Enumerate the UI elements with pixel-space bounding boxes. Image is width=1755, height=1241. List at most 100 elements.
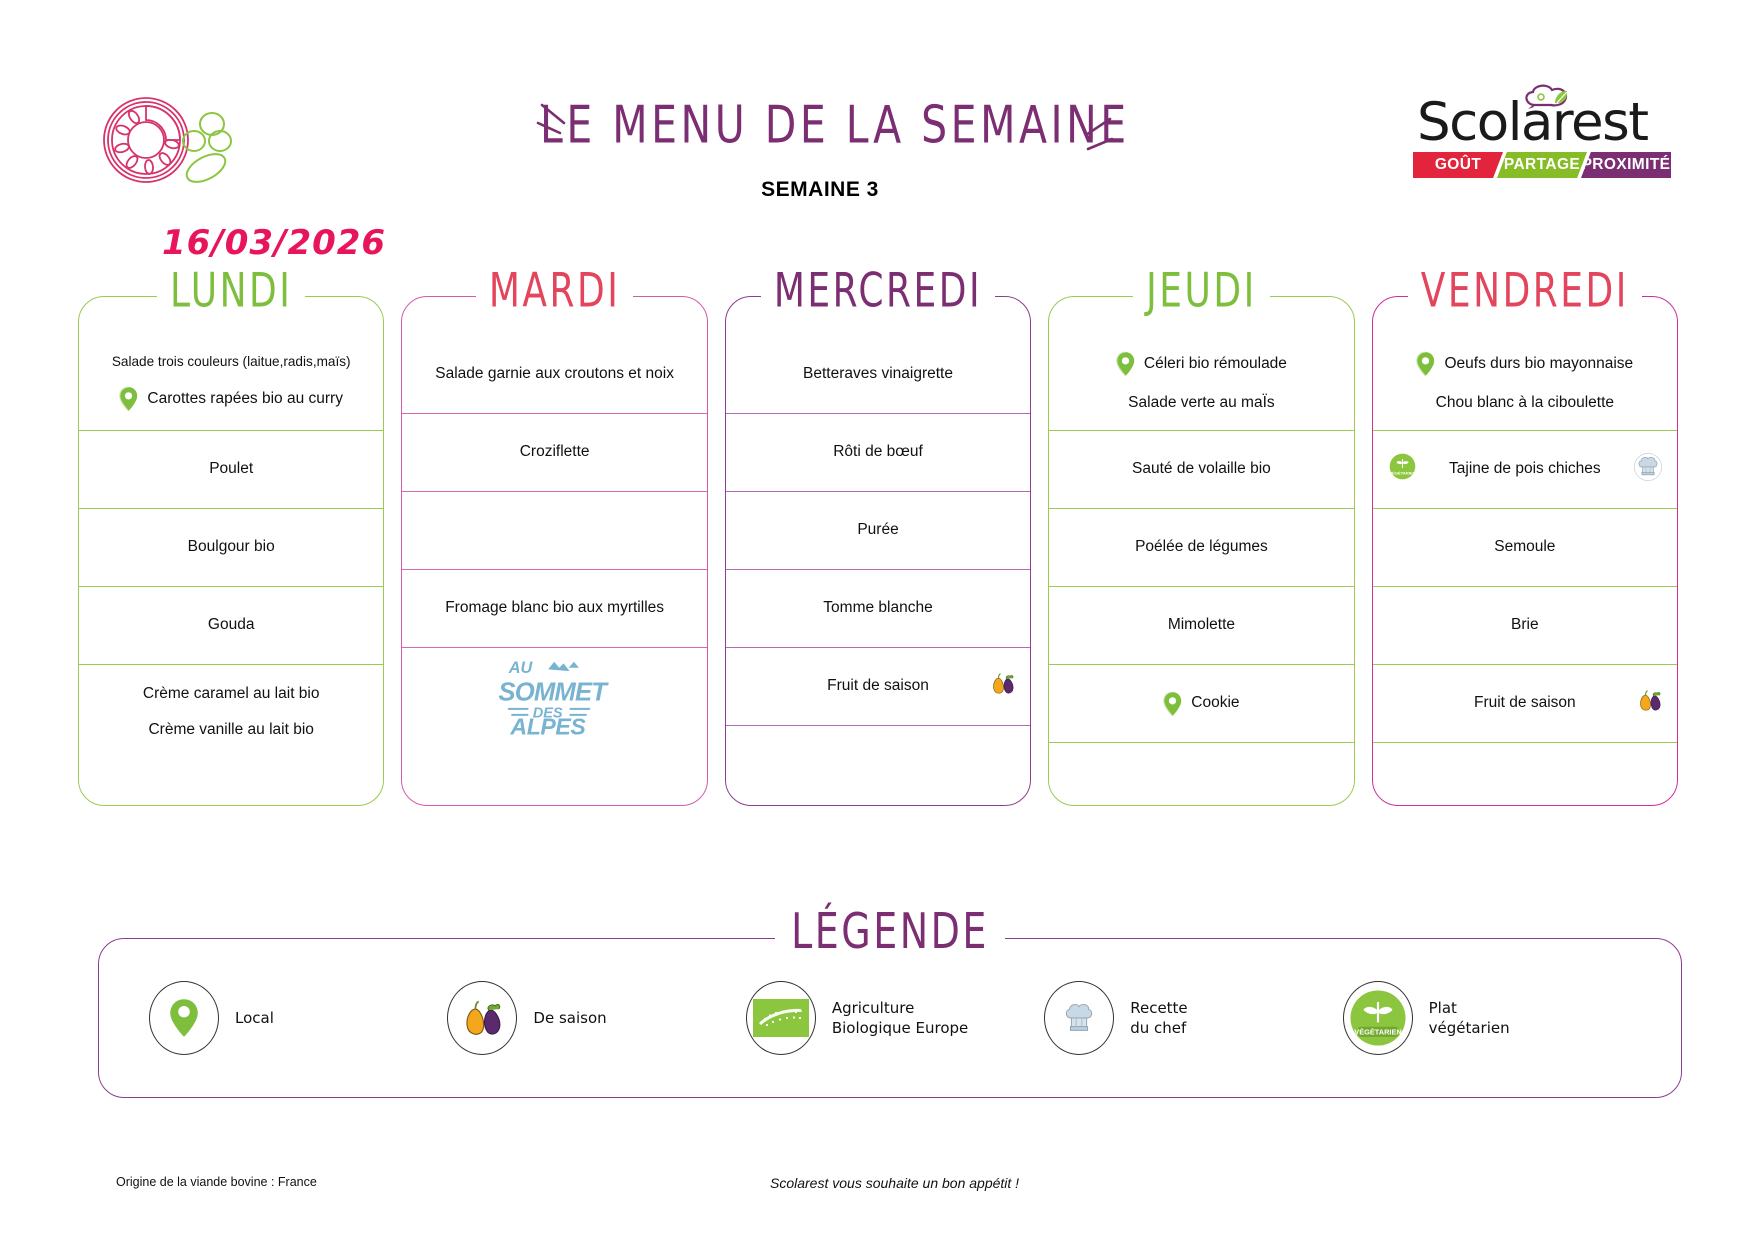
menu-row: Semoule	[1372, 508, 1678, 586]
menu-row: Croziflette	[402, 413, 707, 491]
dish-name: Gouda	[207, 616, 255, 634]
svg-text:VÉGÉTARIEN: VÉGÉTARIEN	[1389, 471, 1415, 476]
dish-name: Rôti de bœuf	[833, 443, 923, 461]
menu-row: Sauté de volaille bio	[1049, 430, 1354, 508]
dish: Fruit de saison	[736, 673, 1020, 696]
dish: Fromage blanc bio aux myrtilles	[412, 598, 696, 618]
dish: Carottes rapées bio au curry	[89, 386, 373, 412]
dish-name: Fromage blanc bio aux myrtilles	[445, 599, 665, 617]
meat-origin-note: Origine de la viande bovine : France	[116, 1175, 317, 1189]
dish-stack: Salade trois couleurs (laitue,radis,maïs…	[89, 353, 373, 413]
dish-stack: Cookie	[1059, 691, 1343, 717]
dish-stack: Tomme blanche	[736, 598, 1020, 618]
day-title-text: JEUDI	[1133, 264, 1270, 319]
menu-row: Brie	[1372, 586, 1678, 664]
local-pin-icon	[1116, 351, 1135, 377]
dish-stack: Croziflette	[412, 442, 696, 462]
dish-stack: Purée	[736, 520, 1020, 540]
vegetarian-icon: VÉGÉTARIEN	[1342, 981, 1413, 1055]
legend-item-label: Local	[235, 1008, 274, 1027]
dish-stack: Brie	[1383, 615, 1667, 635]
local-pin-icon	[1416, 351, 1435, 377]
svg-text:ALPES: ALPES	[509, 714, 586, 737]
local-pin-icon	[1163, 691, 1182, 716]
dish: Croziflette	[412, 442, 696, 462]
dish-name: Crème vanille au lait bio	[148, 721, 314, 738]
dish: Boulgour bio	[89, 537, 373, 557]
dish-name: Betteraves vinaigrette	[803, 364, 953, 382]
legend-title: LÉGENDE	[99, 902, 1681, 960]
dish-name: Fruit de saison	[827, 677, 929, 695]
dish: Crème vanille au lait bio	[89, 720, 373, 740]
menu-row: Salade trois couleurs (laitue,radis,maïs…	[79, 335, 383, 430]
menu-row	[1049, 742, 1354, 820]
dish-stack: Boulgour bio	[89, 537, 373, 557]
dish: Tomme blanche	[736, 598, 1020, 618]
menu-row: Fromage blanc bio aux myrtilles	[402, 569, 707, 647]
dish-name: Purée	[857, 521, 899, 539]
dish: Sauté de volaille bio	[1059, 459, 1343, 479]
dish: Salade verte au maÏs	[1059, 393, 1343, 413]
dish: Fruit de saison	[1383, 690, 1667, 713]
dish-name: Sauté de volaille bio	[1132, 460, 1271, 478]
menu-row: Rôti de bœuf	[725, 413, 1031, 491]
dish-stack: Gouda	[89, 615, 373, 635]
page-footer: Origine de la viande bovine : France Sco…	[0, 1175, 1755, 1215]
day-title-text: MERCREDI	[760, 264, 996, 319]
dish: Semoule	[1383, 537, 1667, 557]
au-sommet-des-alpes-logo: AU SOMMET DES ALPES	[498, 659, 610, 737]
chef-hat-icon	[1044, 981, 1115, 1055]
dish: Brie	[1383, 615, 1667, 635]
dish: Salade garnie aux croutons et noix	[412, 364, 696, 384]
dish-stack: VÉGÉTARIEN Tajine de pois chiches	[1383, 453, 1667, 481]
day-title-text: VENDREDI	[1407, 264, 1642, 319]
day-title-jeudi: JEUDI	[1049, 264, 1353, 319]
vegetarian-icon: VÉGÉTARIEN	[1350, 990, 1406, 1046]
svg-text:VÉGÉTARIEN: VÉGÉTARIEN	[1354, 1028, 1401, 1037]
seasonal-icon	[447, 981, 518, 1055]
menu-row: Poulet	[79, 430, 384, 508]
bon-appetit-message: Scolarest vous souhaite un bon appétit !	[770, 1175, 1020, 1191]
menu-row: Boulgour bio	[79, 508, 384, 586]
legend-title-text: LÉGENDE	[775, 902, 1005, 960]
tomato-peas-decoration-icon	[103, 97, 232, 183]
menu-row: Fruit de saison	[1372, 664, 1678, 742]
day-title-text: LUNDI	[157, 264, 306, 319]
day-title-lundi: LUNDI	[79, 264, 383, 319]
legend-item-seasonal: De saison	[447, 981, 735, 1055]
dish: Cookie	[1059, 691, 1343, 717]
dish-name: Poélée de légumes	[1135, 538, 1268, 556]
menu-row: Salade garnie aux croutons et noix	[402, 335, 706, 413]
day-title-vendredi: VENDREDI	[1373, 264, 1677, 319]
seasonal-badge	[1636, 688, 1663, 718]
menu-row	[725, 725, 1031, 803]
dish-stack: Fruit de saison	[736, 673, 1020, 696]
menu-row: Betteraves vinaigrette	[726, 335, 1030, 413]
cloud-leaf-icon	[1525, 84, 1568, 109]
day-title-mardi: MARDI	[402, 264, 706, 319]
dish-stack: Poulet	[89, 459, 373, 479]
menu-row: Mimolette	[1049, 586, 1354, 664]
dish: VÉGÉTARIEN Tajine de pois chiches	[1383, 453, 1667, 481]
local-pin-icon	[170, 999, 198, 1037]
dish: Salade trois couleurs (laitue,radis,maïs…	[89, 353, 373, 371]
title-block: LE MENU DE LA SEMAINE	[536, 95, 1126, 155]
dish: Mimolette	[1059, 615, 1343, 635]
scolarest-logo: Scolarest GOÛT PARTAGE PROXIMITÉ	[1413, 84, 1671, 178]
menu-row: Gouda	[79, 586, 384, 664]
legend-item-local-pin: Local	[149, 981, 437, 1055]
chef-badge	[1633, 452, 1663, 487]
